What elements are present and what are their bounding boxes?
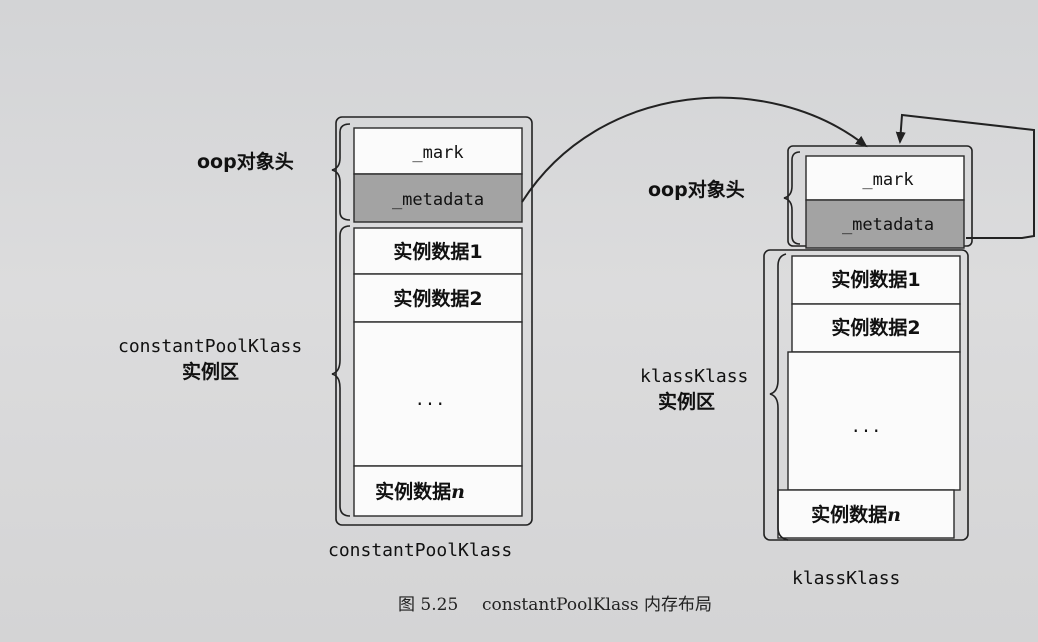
- left-mark-text: _mark: [412, 143, 463, 163]
- right-object: _mark _metadata 实例数据1 实例数据2 ... 实例数据n oo…: [640, 145, 973, 589]
- left-header-outline: [335, 116, 533, 526]
- left-object-name: constantPoolKlass: [328, 540, 512, 561]
- right-mark-text: _mark: [862, 170, 913, 190]
- left-region-label-line1: constantPoolKlass: [118, 336, 302, 357]
- right-mark-cell: [805, 155, 965, 201]
- right-metadata-text: _metadata: [842, 215, 934, 235]
- right-region-label-line2: 实例区: [658, 390, 715, 413]
- left-fieldn-cell: [353, 465, 523, 517]
- left-object: _mark _metadata 实例数据1 实例数据2 ... 实例数据n oo…: [118, 116, 533, 561]
- right-object-name: klassKlass: [792, 568, 900, 589]
- right-header-brace: [783, 151, 801, 245]
- left-ellipsis-text: ...: [415, 390, 446, 410]
- right-fieldn-text: 实例数据n: [811, 503, 901, 526]
- left-field2-cell: [353, 273, 523, 323]
- right-instance-brace: [769, 253, 789, 541]
- left-region-label-line2: 实例区: [182, 360, 239, 383]
- right-field2-text: 实例数据2: [831, 316, 920, 339]
- left-field1-cell: [353, 227, 523, 275]
- right-field1-cell: [791, 255, 961, 305]
- right-ellipsis-text: ...: [851, 417, 882, 437]
- right-region-label-line1: klassKlass: [640, 366, 748, 387]
- left-instance-brace: [331, 225, 351, 517]
- right-field1-text: 实例数据1: [831, 268, 920, 291]
- caption-figure-number: 图 5.25: [398, 595, 458, 615]
- left-header-brace: [331, 123, 351, 221]
- metadata-pointer-arrow: [521, 96, 868, 203]
- right-metadata-cell: [805, 199, 965, 249]
- left-field2-text: 实例数据2: [393, 287, 482, 310]
- left-metadata-text: _metadata: [392, 190, 484, 210]
- right-field2-cell: [791, 303, 961, 353]
- figure-caption: 图 5.25 constantPoolKlass 内存布局: [398, 595, 712, 615]
- caption-title: constantPoolKlass 内存布局: [482, 595, 712, 615]
- left-metadata-cell: [353, 173, 523, 223]
- right-ellipsis-cell: [787, 351, 961, 491]
- left-field1-text: 实例数据1: [393, 240, 482, 263]
- self-reference-arrow: [895, 113, 1035, 239]
- right-instance-outline: [763, 249, 969, 541]
- right-header-label: oop对象头: [648, 178, 745, 201]
- right-fieldn-cell: [777, 489, 955, 539]
- left-fieldn-text: 实例数据n: [375, 480, 465, 503]
- left-header-label: oop对象头: [197, 150, 294, 173]
